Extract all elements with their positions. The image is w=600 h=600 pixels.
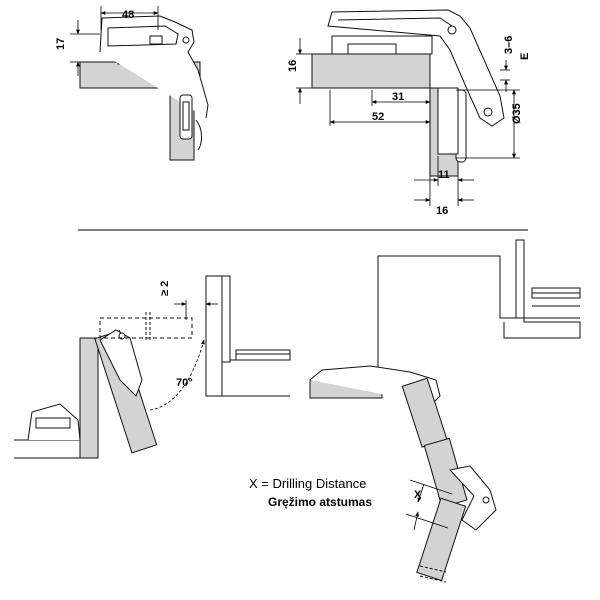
dim-range-3-6: 3–6 [503, 36, 515, 54]
dim-label-x: X [414, 489, 422, 501]
dim-label-e: E [519, 53, 531, 60]
dim-11: 11 [438, 169, 450, 181]
top-left-view [79, 15, 209, 161]
top-right-view [311, 9, 505, 177]
door-panel-top [311, 53, 431, 89]
caption-drilling-distance-lt: Gręžimo atstumas [268, 495, 372, 509]
bottom-right-view [309, 239, 581, 583]
dim-thickness-16-left: 16 [287, 60, 299, 72]
bottom-right-dimensions [405, 479, 453, 531]
dim-opening-angle: 70° [176, 377, 193, 389]
dim-thickness-16-bottom: 16 [436, 205, 448, 217]
dim-cup-diameter: Ø35 [511, 103, 523, 124]
dim-gap-min: ≥ 2 [159, 281, 171, 296]
dim-31: 31 [392, 91, 404, 103]
top-left-dimensions [70, 6, 159, 76]
bottom-left-dimensions [149, 300, 218, 411]
dim-height-17: 17 [55, 38, 67, 50]
dim-width-48: 48 [122, 9, 134, 21]
top-right-dimensions [296, 38, 520, 206]
dim-52: 52 [372, 111, 384, 123]
caption-drilling-distance: X = Drilling Distance [249, 476, 366, 491]
bottom-left-view [14, 275, 291, 459]
